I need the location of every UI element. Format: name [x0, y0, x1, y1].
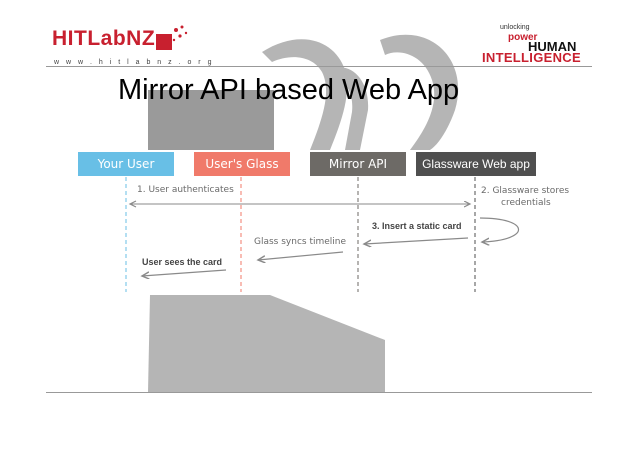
step-sync-label: Glass syncs timeline: [254, 237, 347, 247]
arrow-user-sees-card: [142, 269, 227, 276]
lane-header-mirror-api: Mirror API: [310, 152, 406, 176]
logo-intelligence-text: INTELLIGENCE: [482, 50, 581, 65]
step-1-label: 1. User authenticates: [137, 185, 234, 195]
logo-power-text: power: [508, 32, 538, 43]
bg-arc-right: [380, 34, 459, 150]
hitlabnz-logo-text: HITLabNZ: [52, 27, 156, 50]
bg-arc-mid: [330, 67, 369, 150]
logo-human-text: HUMAN: [528, 39, 577, 54]
lane-label: Mirror API: [328, 157, 388, 171]
logo-unlocking-text: unlocking: [500, 24, 530, 31]
arrow-insert-card: [364, 237, 469, 244]
top-divider: [46, 66, 592, 67]
arrow-sync-timeline: [258, 251, 344, 260]
hitlabnz-url: w w w . h i t l a b n z . o r g: [54, 59, 214, 66]
arrow-authenticate-left-head: [128, 200, 137, 208]
unlocking-power-logo: unlocking power HUMAN INTELLIGENCE: [478, 24, 598, 65]
step-2-label-line2: credentials: [501, 198, 551, 208]
step-3-label: 3. Insert a static card: [372, 221, 462, 231]
lane-label: User's Glass: [205, 157, 279, 171]
bottom-divider: [46, 392, 592, 393]
step-2-label-line1: 2. Glassware stores: [481, 186, 570, 196]
lane-header-glassware-web-app: Glassware Web app: [416, 152, 536, 176]
lane-header-your-user: Your User: [78, 152, 174, 176]
bg-block-left: [148, 90, 274, 150]
step-user-sees-label: User sees the card: [142, 257, 223, 267]
slide-title: Mirror API based Web App: [118, 74, 460, 106]
lane-label: Glassware Web app: [422, 157, 530, 171]
logo-sparkle-icon: [156, 25, 188, 50]
lane-header-users-glass: User's Glass: [194, 152, 290, 176]
bg-shape-bottom: [148, 295, 385, 392]
lane-label: Your User: [97, 157, 155, 171]
hitlabnz-logo: HITLabNZ w w w . h i t l a b n z . o r g: [52, 25, 211, 72]
arrow-store-credentials: [479, 217, 520, 242]
